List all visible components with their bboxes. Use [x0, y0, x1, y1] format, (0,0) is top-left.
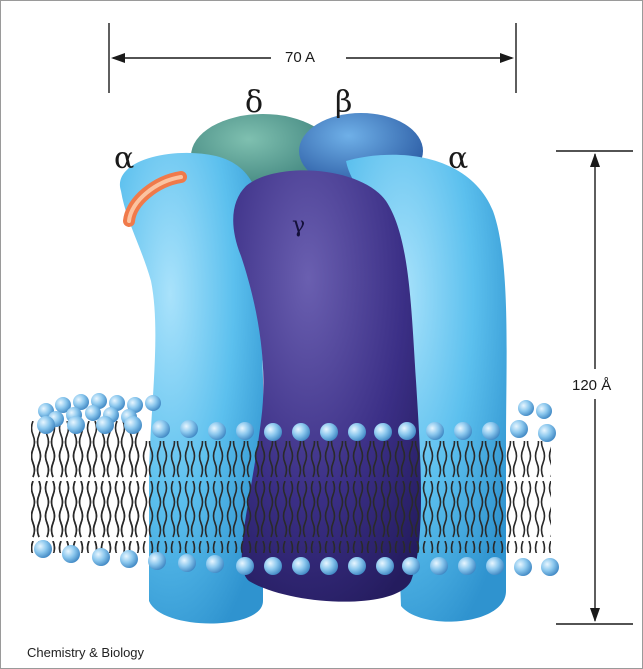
gamma-label: γ	[292, 213, 305, 238]
membrane-back-right	[518, 400, 552, 419]
height-label: 120 Å	[569, 375, 614, 396]
alpha-right-label: α	[448, 141, 468, 176]
alpha-left-label: α	[114, 141, 134, 176]
beta-label: β	[335, 85, 352, 120]
delta-label: δ	[245, 85, 263, 120]
membrane-tails	[31, 441, 551, 553]
source-caption: Chemistry & Biology	[27, 645, 144, 660]
width-label: 70 A	[281, 49, 319, 66]
